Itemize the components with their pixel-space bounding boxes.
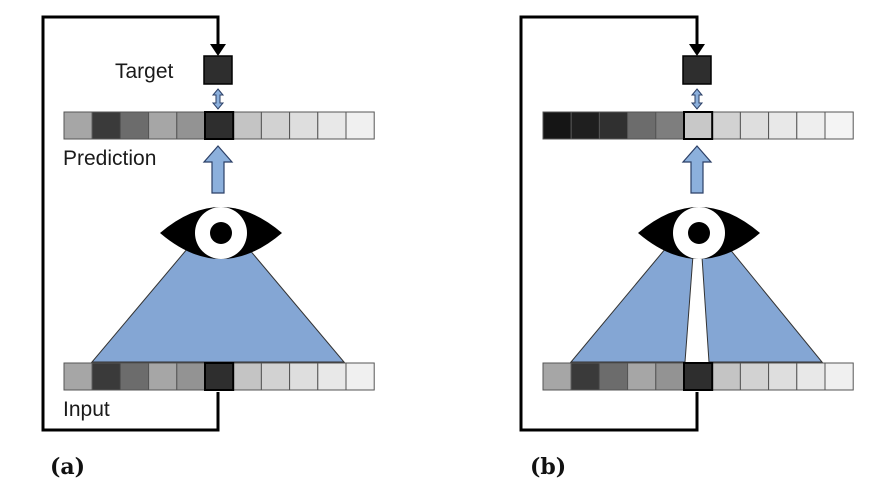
feedback-loop-line: [519, 15, 699, 432]
prediction-label: Prediction: [63, 147, 156, 170]
field-of-view-right: [700, 241, 824, 363]
sequence-cell: [739, 362, 770, 391]
sequence-cell: [824, 362, 854, 391]
prediction-row: [63, 111, 375, 140]
panel-b: (b): [519, 15, 854, 480]
eye-icon: [160, 207, 282, 259]
target-cell: [203, 55, 233, 85]
caption-a: (a): [50, 454, 85, 480]
eye-icon: [638, 207, 760, 259]
sequence-cell: [824, 111, 854, 140]
sequence-cell: [317, 111, 347, 140]
compare-arrow: [690, 88, 704, 110]
sequence-cell: [570, 111, 600, 140]
sequence-cell: [119, 111, 150, 140]
sequence-cell: [768, 362, 798, 391]
caption-b: (b): [530, 454, 566, 480]
sequence-cell: [627, 111, 657, 140]
sequence-cell: [289, 362, 319, 391]
target-label: Target: [115, 60, 174, 83]
input-label: Input: [63, 398, 110, 421]
sequence-cell: [63, 111, 93, 140]
field-of-view-left: [569, 241, 695, 363]
sequence-cell: [176, 111, 206, 140]
sequence-cell: [542, 362, 572, 391]
sequence-cell: [796, 362, 826, 391]
sequence-cell: [91, 362, 121, 391]
sequence-cell: [148, 111, 178, 140]
up-arrow: [202, 145, 234, 194]
up-arrow: [681, 145, 713, 194]
input-row: [63, 362, 375, 391]
sequence-cell: [91, 111, 121, 140]
input-row: [542, 362, 854, 391]
sequence-cell: [598, 111, 629, 140]
sequence-cell: [232, 111, 262, 140]
sequence-cell: [683, 362, 713, 391]
sequence-cell: [598, 362, 629, 391]
current-position-frame: [683, 362, 714, 391]
sequence-cell: [655, 111, 685, 140]
panel-a: Target Prediction Input (a): [41, 15, 375, 480]
sequence-cell: [345, 362, 375, 391]
feedback-arrowhead: [689, 44, 705, 56]
current-position-frame: [683, 111, 714, 140]
sequence-cell: [119, 362, 150, 391]
sequence-cell: [204, 362, 234, 391]
sequence-cell: [317, 362, 347, 391]
sequence-cell: [570, 362, 600, 391]
sequence-cell: [711, 111, 741, 140]
sequence-cell: [655, 362, 685, 391]
sequence-cell: [63, 362, 93, 391]
sequence-cell: [232, 362, 262, 391]
sequence-cell: [768, 111, 798, 140]
field-of-view: [90, 241, 346, 363]
sequence-cell: [627, 362, 657, 391]
sequence-cell: [542, 111, 572, 140]
sequence-cell: [796, 111, 826, 140]
sequence-cell: [260, 362, 291, 391]
feedback-arrowhead: [210, 44, 226, 56]
sequence-cell: [739, 111, 770, 140]
sequence-cell: [711, 362, 741, 391]
compare-arrow: [211, 88, 225, 110]
current-position-frame: [204, 111, 235, 140]
target-cell: [682, 55, 712, 85]
sequence-cell: [345, 111, 375, 140]
prediction-row: [542, 111, 854, 140]
feedback-loop-line: [41, 15, 220, 432]
sequence-cell: [683, 111, 713, 140]
current-position-frame: [204, 362, 235, 391]
sequence-cell: [204, 111, 234, 140]
sequence-cell: [289, 111, 319, 140]
sequence-cell: [260, 111, 291, 140]
sequence-cell: [148, 362, 178, 391]
sequence-cell: [176, 362, 206, 391]
